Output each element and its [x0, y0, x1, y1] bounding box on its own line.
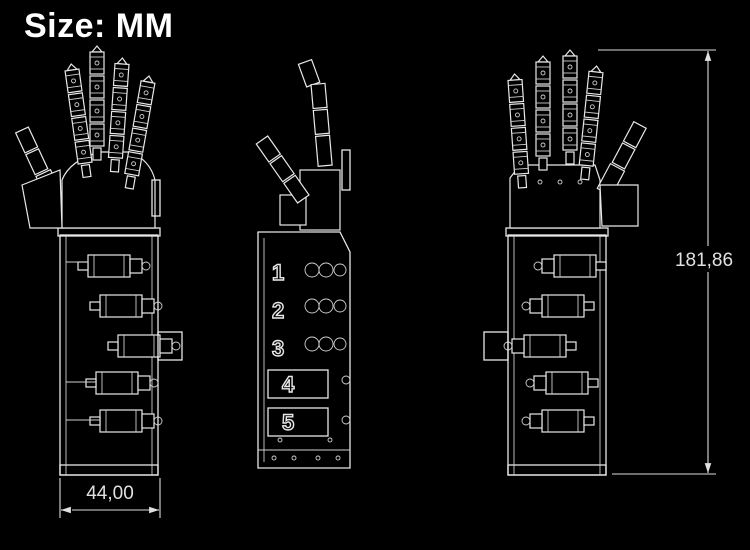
panel-number: 3	[272, 336, 284, 361]
panel-number: 1	[272, 260, 284, 285]
height-dimension: 181,86	[598, 49, 744, 475]
width-label: 44,00	[86, 483, 134, 504]
side-view: 1 2 3 4 5	[255, 58, 351, 469]
height-label: 181,86	[675, 250, 733, 271]
back-view	[483, 50, 647, 476]
panel-number: 5	[282, 410, 294, 435]
width-dimension: 44,00	[59, 478, 161, 518]
panel-number: 4	[282, 372, 295, 397]
front-view	[14, 46, 183, 476]
panel-number: 2	[272, 298, 284, 323]
size-title: Size: MM	[24, 7, 174, 45]
